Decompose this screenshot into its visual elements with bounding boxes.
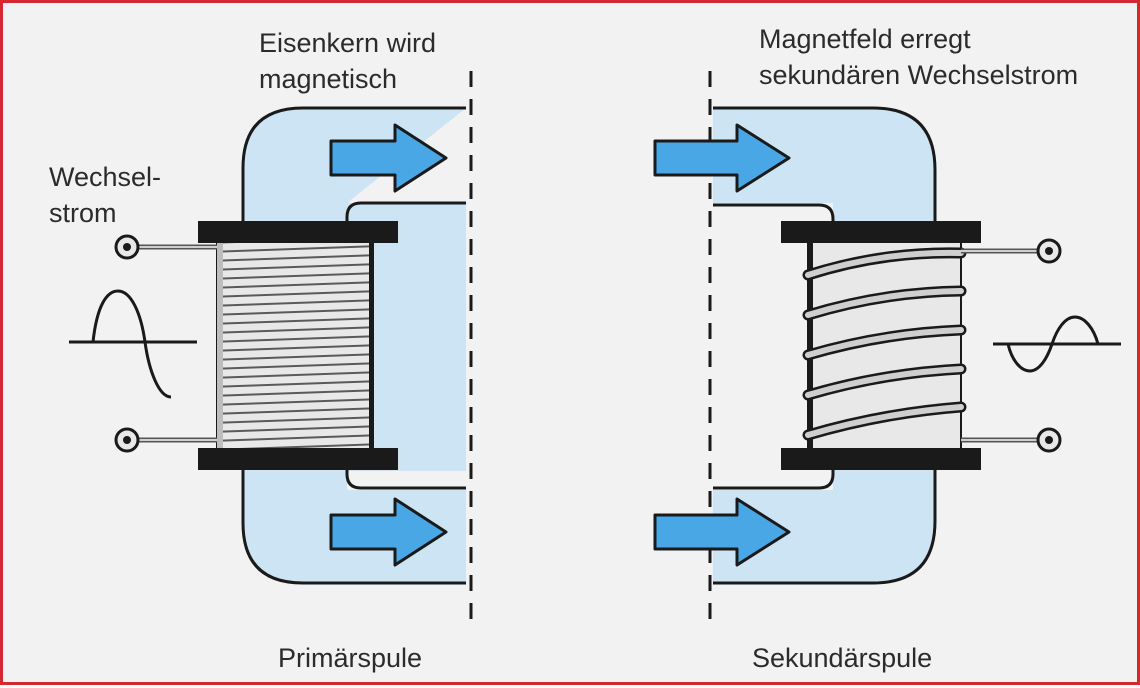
right-arrow-icon xyxy=(329,123,448,193)
primary-coil-label: Primärspule xyxy=(278,643,423,673)
sine-wave-icon xyxy=(993,315,1121,373)
secondary-coil-label: Sekundärspule xyxy=(752,643,933,673)
input-current-label: Wechsel- strom xyxy=(49,162,162,228)
terminal-icon xyxy=(1036,238,1062,264)
secondary-core-label: Magnetfeld erregt sekundären Wechselstro… xyxy=(759,24,1079,90)
terminal-icon xyxy=(1036,427,1062,453)
terminal-icon xyxy=(114,234,140,260)
secondary-top-flange xyxy=(781,221,981,243)
primary-winding xyxy=(216,240,374,452)
primary-core-label: Eisenkern wird magnetisch xyxy=(259,28,437,94)
right-arrow-icon xyxy=(329,497,448,567)
sine-wave-icon xyxy=(69,289,197,399)
secondary-winding-turns xyxy=(802,247,967,441)
primary-top-flange xyxy=(198,221,398,243)
secondary-bottom-flange xyxy=(781,448,981,470)
terminal-icon xyxy=(114,427,140,453)
primary-bottom-flange xyxy=(198,448,398,470)
diagram-canvas xyxy=(69,71,1121,620)
right-arrow-icon xyxy=(653,123,791,193)
right-arrow-icon xyxy=(653,497,791,567)
